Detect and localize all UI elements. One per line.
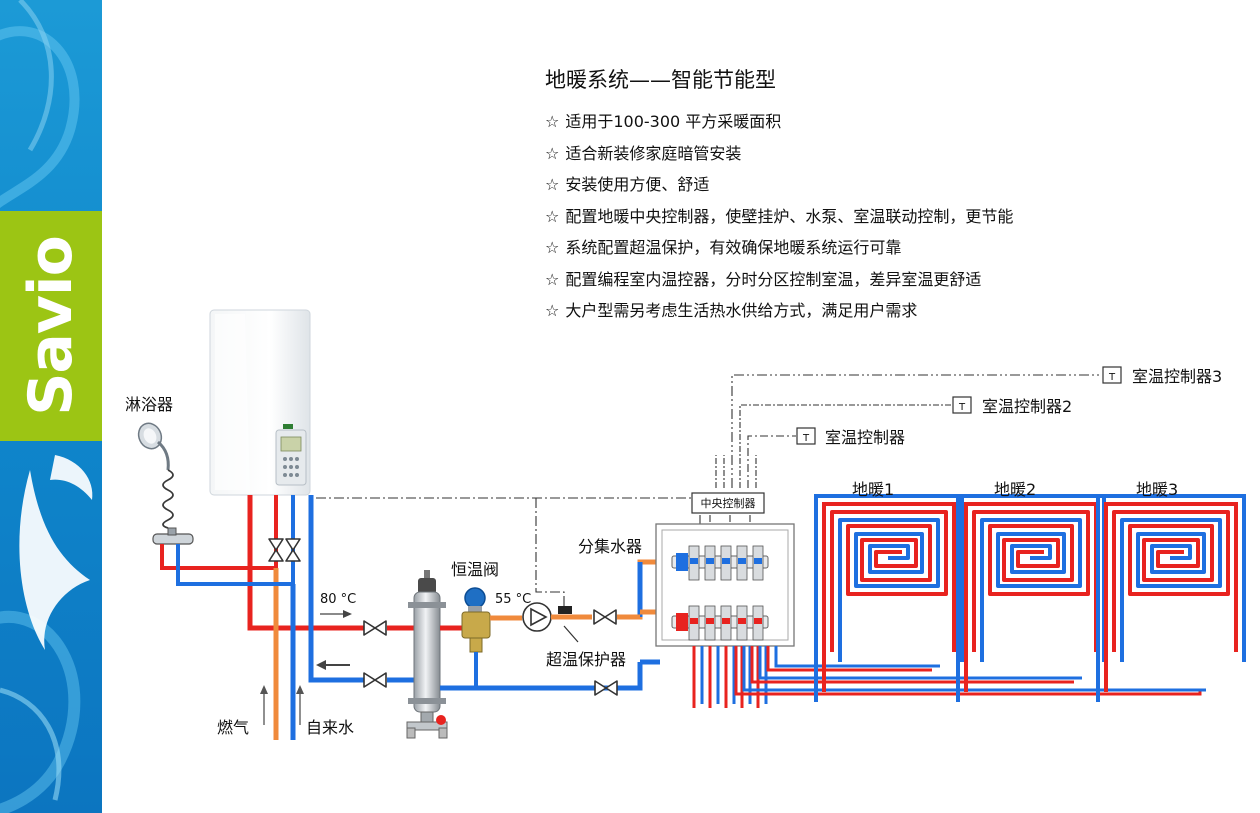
manifold-port-icon — [720, 545, 732, 581]
circulation-pump-icon — [522, 602, 552, 632]
control-wiring — [316, 374, 1102, 606]
floor-heating-coil-2 — [956, 494, 1106, 704]
manifold-port-icon — [736, 545, 748, 581]
manifold-port-icon — [736, 605, 748, 641]
gas-label: 燃气 — [217, 718, 249, 737]
feature-item: ☆安装使用方便、舒适 — [545, 175, 710, 194]
boiler-display — [280, 436, 302, 452]
manifold-label: 分集水器 — [578, 537, 642, 556]
manifold-port-icon — [720, 605, 732, 641]
arrow-right-icon — [320, 610, 352, 618]
feature-item: ☆适用于100-300 平方采暖面积 — [545, 112, 782, 131]
manifold-ports — [688, 545, 764, 641]
manifold-port-icon — [752, 545, 764, 581]
star-icon: ☆ — [545, 112, 560, 131]
arrow-up-icon — [296, 685, 304, 725]
thermostat-icon — [1102, 366, 1122, 384]
room-controller-1: T 室温控制器 — [796, 427, 905, 447]
valve-icon — [594, 680, 618, 696]
room-controller-2: T 室温控制器2 — [952, 396, 1072, 416]
floor-loop-pipes — [692, 646, 1206, 708]
shower-head-icon — [137, 422, 194, 545]
floor-loop-pipe — [766, 646, 932, 672]
hydraulic-separator — [406, 570, 448, 739]
manifold-port-icon — [688, 605, 700, 641]
shower-label: 淋浴器 — [125, 395, 173, 414]
valve-icon — [268, 538, 284, 562]
feature-item: ☆配置编程室内温控器，分时分区控制室温，差异室温更舒适 — [545, 269, 982, 289]
feature-item: ☆配置地暖中央控制器，使壁挂炉、水泵、室温联动控制，更节能 — [545, 206, 1014, 226]
floor-loop-pipe — [734, 646, 1202, 696]
svg-text:T: T — [958, 402, 966, 413]
star-icon: ☆ — [545, 269, 560, 289]
valve-icon — [593, 609, 617, 625]
star-icon: ☆ — [545, 301, 560, 320]
star-icon: ☆ — [545, 206, 560, 226]
svg-text:T: T — [1108, 372, 1116, 383]
overheat-protector-icon — [558, 606, 572, 614]
floor-3-label: 地暖3 — [1136, 480, 1178, 499]
star-icon: ☆ — [545, 175, 560, 194]
central-controller-label: 中央控制器 — [701, 496, 756, 510]
callout-line — [563, 625, 579, 643]
feature-item: ☆适合新装修家庭暗管安装 — [545, 143, 742, 163]
sidebar-banner: Savio — [0, 0, 102, 813]
valve-icon — [285, 538, 301, 562]
thermostatic-valve-label: 恒温阀 — [451, 560, 499, 579]
feature-panel: 地暖系统——智能节能型 ☆适用于100-300 平方采暖面积 ☆适合新装修家庭暗… — [545, 64, 1013, 327]
thermostat-icon — [796, 427, 816, 445]
tap-water-label: 自来水 — [306, 718, 354, 737]
manifold-port-icon — [752, 605, 764, 641]
manifold-port-icon — [704, 605, 716, 641]
central-controller: 中央控制器 — [691, 492, 765, 514]
floor-2-label: 地暖2 — [994, 480, 1036, 499]
feature-item: ☆系统配置超温保护，有效确保地暖系统运行可靠 — [545, 238, 902, 257]
room-controller-3-label: 室温控制器3 — [1132, 367, 1222, 386]
feature-list: ☆适用于100-300 平方采暖面积 ☆适合新装修家庭暗管安装 ☆安装使用方便、… — [545, 106, 1013, 327]
temp-55-label: 55 °C — [495, 592, 531, 607]
room-controller-2-label: 室温控制器2 — [982, 397, 1072, 416]
thermostat-icon — [952, 396, 972, 414]
wall-hung-boiler — [209, 309, 311, 496]
overheat-protector-label: 超温保护器 — [546, 650, 626, 669]
feature-item: ☆大户型需另考虑生活热水供给方式，满足用户需求 — [545, 301, 918, 320]
floor-heating-coil-3 — [1096, 494, 1246, 704]
temp-80-label: 80 °C — [320, 592, 356, 607]
thermostatic-mixing-valve — [461, 587, 491, 688]
valve-icon — [363, 620, 387, 636]
arrow-up-icon — [260, 685, 268, 725]
star-icon: ☆ — [545, 143, 560, 163]
floor-loop-pipe — [774, 646, 940, 668]
feature-title: 地暖系统——智能节能型 — [545, 68, 776, 92]
brand-band: Savio — [0, 211, 102, 441]
room-controller-3: T 室温控制器3 — [1102, 366, 1222, 386]
boiler-pipes — [160, 495, 372, 740]
room-controller-1-label: 室温控制器 — [825, 428, 905, 447]
floor-loop-pipe — [742, 646, 1206, 692]
arrow-left-icon — [316, 660, 350, 670]
valve-icon — [363, 672, 387, 688]
floor-loop-pipe — [758, 646, 1082, 680]
manifold-port-icon — [688, 545, 700, 581]
svg-text:T: T — [802, 433, 810, 444]
star-icon: ☆ — [545, 238, 560, 257]
floor-1-label: 地暖1 — [852, 480, 894, 499]
manifold-port-icon — [704, 545, 716, 581]
